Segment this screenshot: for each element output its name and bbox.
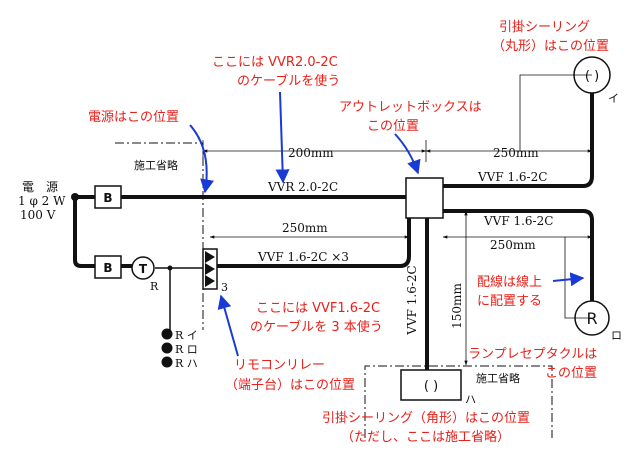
switch-i-dot [161, 328, 173, 340]
annotation-ceiling-round-2: （丸形）はこの位置 [492, 39, 609, 54]
dim-250-right: 250mm [490, 238, 536, 252]
wire-source-breaker2 [73, 195, 97, 268]
transformer-label: T [139, 262, 148, 276]
omitted-label-left: 施工省略 [134, 158, 178, 172]
arrow-outlet-box [394, 133, 421, 175]
switch-ro-label: R ロ [175, 343, 198, 356]
arrow-power-source [189, 124, 214, 194]
switch-ha-dot [161, 356, 173, 368]
switch-i-label: R イ [175, 329, 198, 342]
relay-triangle-3 [205, 275, 215, 287]
cable-vvf-x3-label: VVF 1.6-2C ×3 [257, 250, 349, 264]
arrow-remocon [217, 294, 239, 357]
annotation-arrows [189, 91, 585, 357]
power-source-label-1: 電 源 [22, 180, 58, 194]
annotation-wiring-2: に配置する [477, 294, 542, 309]
arrow-cable-vvr [275, 91, 290, 184]
annotation-lamp-receptacle-2: この位置 [545, 366, 597, 381]
round-ceiling-mark: イ [608, 92, 619, 105]
annotation-remocon-2: （端子台）はこの位置 [225, 378, 355, 393]
arrow-wiring [552, 272, 585, 287]
breaker-1 [94, 185, 122, 209]
annotation-ceiling-round-1: 引掛シーリング [499, 20, 590, 35]
omitted-label-bottom: 施工省略 [476, 371, 520, 385]
annotation-wiring-1: 配線は線上 [477, 274, 542, 290]
wires [73, 90, 594, 372]
cable-vvf-top-label: VVF 1.6-2C [477, 170, 547, 184]
annotation-cable-vvf3-1: ここには VVF1.6-2C [256, 301, 380, 316]
relay-triangle-1 [205, 251, 215, 263]
power-source-label-3: 100 V [20, 208, 56, 222]
square-ceiling [400, 369, 462, 401]
wire-box-lamp [441, 209, 594, 302]
dim-150: 150mm [450, 283, 464, 329]
cable-vvr-label: VVR 2.0-2C [267, 180, 338, 194]
wire-terminal-box [216, 216, 411, 268]
outlet-box [405, 177, 444, 219]
relay-triangle-2 [205, 263, 215, 275]
transformer-symbol [131, 256, 155, 280]
annotation-outlet-box-2: この位置 [367, 119, 419, 134]
dim-250-mid: 250mm [282, 221, 328, 235]
annotation-power-source: 電源はこの位置 [88, 110, 179, 125]
dimension-lines [202, 74, 593, 366]
power-source-label-2: 1 φ 2 W [18, 194, 66, 208]
annotation-cable-vvr-1: ここには VVR2.0-2C [212, 55, 338, 70]
round-ceiling-symbol: ( ) [585, 69, 599, 84]
annotation-ceiling-square-1: 引掛シーリング（角形）はこの位置 [322, 411, 530, 426]
annotation-ceiling-square-2: （ただし、ここは施工省略） [341, 429, 510, 445]
annotation-outlet-box-1: アウトレットボックスは [339, 100, 482, 115]
switch-ro-dot [161, 342, 173, 354]
annotation-remocon-1: リモコンリレー [234, 358, 325, 373]
breaker-1-label: B [103, 191, 112, 205]
transformer-sub-label: R [150, 280, 159, 293]
wire-box-round-ceiling [441, 90, 594, 188]
wire-junction-dot [167, 265, 173, 271]
dim-250-top: 250mm [493, 146, 539, 160]
terminal-count-label: 3 [221, 281, 228, 294]
cable-vvf-mid-label: VVF 1.6-2C [483, 214, 553, 228]
annotation-cable-vvf3-2: のケーブルを 3 本使う [250, 319, 383, 335]
annotation-lamp-receptacle-1: ランプレセプタクルは [468, 347, 597, 362]
dim-200: 200mm [288, 146, 334, 160]
square-ceiling-symbol: ( ) [424, 379, 438, 394]
square-ceiling-mark: ハ [465, 393, 476, 406]
omitted-boundary-bottom [364, 365, 553, 438]
switch-ha-label: R ハ [175, 357, 198, 370]
cable-vvf-vertical-label: VVF 1.6-2C [405, 265, 419, 335]
lamp-receptacle-symbol: R [586, 309, 597, 328]
annotation-cable-vvr-2: のケーブルを使う [237, 73, 340, 89]
breaker-2-label: B [103, 261, 112, 275]
breaker-2 [94, 255, 122, 279]
lamp-receptacle-mark: ロ [611, 329, 622, 342]
